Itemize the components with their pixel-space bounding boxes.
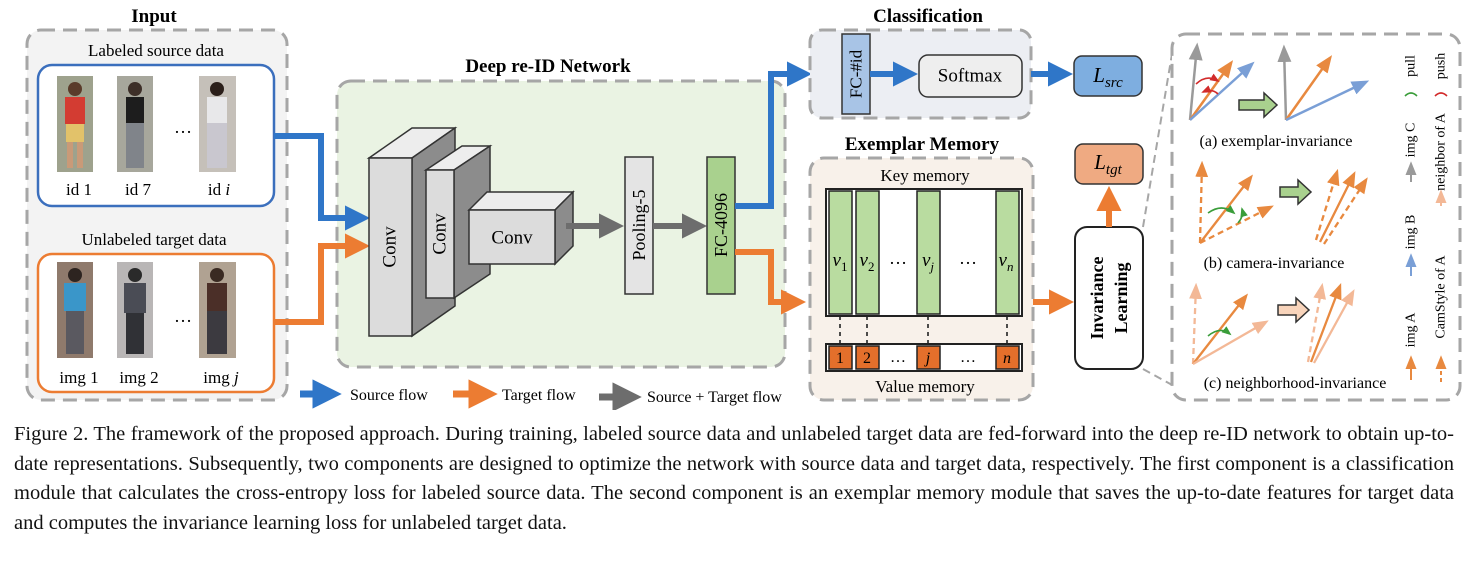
key-slots (828, 190, 1020, 315)
conv-block-3 (467, 190, 575, 266)
classification-title: Classification (873, 6, 983, 27)
key-ellipsis-1: … (889, 248, 907, 268)
side-legend-push: push (1434, 53, 1449, 79)
side-legend-pull: pull (1404, 55, 1419, 77)
push-icon (1434, 92, 1448, 97)
fc4096-block (706, 156, 736, 295)
figure-caption: Figure 2. The framework of the proposed … (14, 423, 1454, 534)
unlabeled-img-j: img j (203, 368, 239, 387)
neighborhood-invariance-diagram (1189, 282, 1355, 365)
person-image-id7 (117, 76, 153, 172)
legend-both-label: Source + Target flow (647, 389, 782, 406)
value-j: j (924, 350, 931, 367)
value-2: 2 (863, 350, 871, 367)
value-slots (828, 345, 1020, 370)
value-memory-label: Value memory (875, 377, 975, 396)
conv-label-2: Conv (430, 213, 451, 255)
loss-tgt-label: Ltgt (1093, 150, 1122, 178)
labeled-id-7: id 7 (125, 180, 151, 199)
pooling-block (624, 156, 654, 295)
network-title: Deep re-ID Network (465, 56, 631, 77)
zoom-connector-top (1142, 41, 1175, 228)
value-n: n (1003, 350, 1011, 367)
loss-src-box (1073, 55, 1143, 97)
conv-block-2 (423, 144, 493, 300)
loss-src-label: Lsrc (1092, 63, 1123, 91)
loss-tgt-box (1074, 143, 1144, 185)
invariance-line2: Learning (1111, 262, 1131, 333)
camera-invariance-diagram (1195, 160, 1368, 245)
value-1: 1 (836, 350, 844, 367)
pooling-label: Pooling-5 (629, 189, 649, 260)
fc4096-label: FC-4096 (711, 193, 731, 257)
key-ellipsis-2: … (959, 248, 977, 268)
target-input-arrow (274, 233, 371, 325)
labeled-ellipsis: … (174, 117, 192, 137)
key-v2: v2 (860, 250, 875, 274)
side-legend-img-c: img C (1404, 123, 1419, 158)
value-ellipsis-1: … (890, 349, 906, 366)
unlabeled-img-1: img 1 (59, 368, 98, 387)
fc-id-label: FC-#id (847, 49, 866, 98)
invariance-learning-box (1074, 226, 1144, 370)
side-legend-img-b: img B (1404, 215, 1419, 250)
side-legend: pull push img C neighbor of A img B CamS… (1404, 53, 1449, 382)
framework-diagram: Input Labeled source data … id 1 id 7 id… (25, 6, 1462, 410)
labeled-id-i: id i (208, 180, 230, 199)
person-image-id1 (57, 76, 93, 172)
unlabeled-target-title: Unlabeled target data (81, 230, 227, 249)
labeled-source-title: Labeled source data (88, 41, 224, 60)
person-image-imgj (199, 262, 236, 358)
softmax-label: Softmax (938, 66, 1003, 87)
panel-b-label: (b) camera-invariance (1204, 255, 1345, 272)
exemplar-invariance-diagram (1188, 42, 1370, 122)
conv-label-3: Conv (491, 228, 533, 249)
source-input-arrow (274, 133, 371, 231)
key-memory-label: Key memory (880, 166, 970, 185)
legend-source-label: Source flow (350, 387, 428, 404)
person-image-img2 (117, 262, 153, 358)
panel-a-label: (a) exemplar-invariance (1200, 133, 1353, 150)
pull-icon (1404, 92, 1418, 97)
labeled-id-1: id 1 (66, 180, 92, 199)
value-ellipsis-2: … (960, 349, 976, 366)
person-image-img1 (57, 262, 93, 358)
source-to-classification-arrow (735, 61, 813, 209)
side-legend-camstyle-a: CamStyle of A (1434, 255, 1449, 339)
unlabeled-img-2: img 2 (119, 368, 158, 387)
unlabeled-ellipsis: … (174, 306, 192, 326)
softmax-box (918, 54, 1023, 98)
side-legend-img-a: img A (1404, 312, 1419, 348)
legend-target-label: Target flow (502, 387, 576, 404)
key-vn: vn (999, 250, 1014, 274)
invariance-line1: Invariance (1087, 256, 1107, 339)
target-to-memory-arrow (735, 249, 807, 315)
conv-label-1: Conv (380, 226, 401, 268)
key-vj: vj (922, 250, 934, 274)
side-legend-neighbor-a: neighbor of A (1434, 112, 1449, 191)
person-image-idi (199, 76, 236, 172)
input-title: Input (131, 6, 177, 27)
zoom-connector-bottom (1142, 368, 1175, 387)
key-v1: v1 (833, 250, 848, 274)
memory-title: Exemplar Memory (845, 134, 1000, 155)
panel-c-label: (c) neighborhood-invariance (1204, 375, 1387, 392)
